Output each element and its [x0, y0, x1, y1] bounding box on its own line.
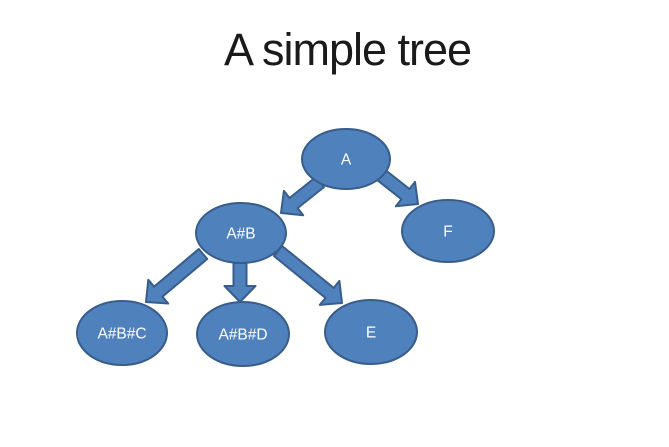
edge-arrow-a-to-a-b — [280, 175, 325, 217]
edge-arrow-a-b-to-e — [272, 245, 343, 306]
node-ellipse-a-b[interactable] — [195, 202, 287, 264]
node-a-b-c[interactable]: A#B#C — [76, 300, 168, 366]
edge-arrow-a-b-to-a-b-c — [145, 248, 209, 305]
node-e[interactable]: E — [324, 299, 418, 365]
node-ellipse-a[interactable] — [301, 128, 391, 190]
node-ellipse-f[interactable] — [401, 199, 495, 263]
edge-arrow-a-b-to-a-b-d — [223, 262, 257, 303]
node-ellipse-a-b-c[interactable] — [76, 300, 168, 366]
page-title: A simple tree — [223, 24, 472, 75]
node-ellipse-a-b-d[interactable] — [196, 301, 290, 367]
node-a-b[interactable]: A#B — [195, 202, 287, 264]
node-f[interactable]: F — [401, 199, 495, 263]
node-a[interactable]: A — [301, 128, 391, 190]
edge-arrow-a-to-f — [375, 167, 419, 208]
node-a-b-d[interactable]: A#B#D — [196, 301, 290, 367]
node-ellipse-e[interactable] — [324, 299, 418, 365]
